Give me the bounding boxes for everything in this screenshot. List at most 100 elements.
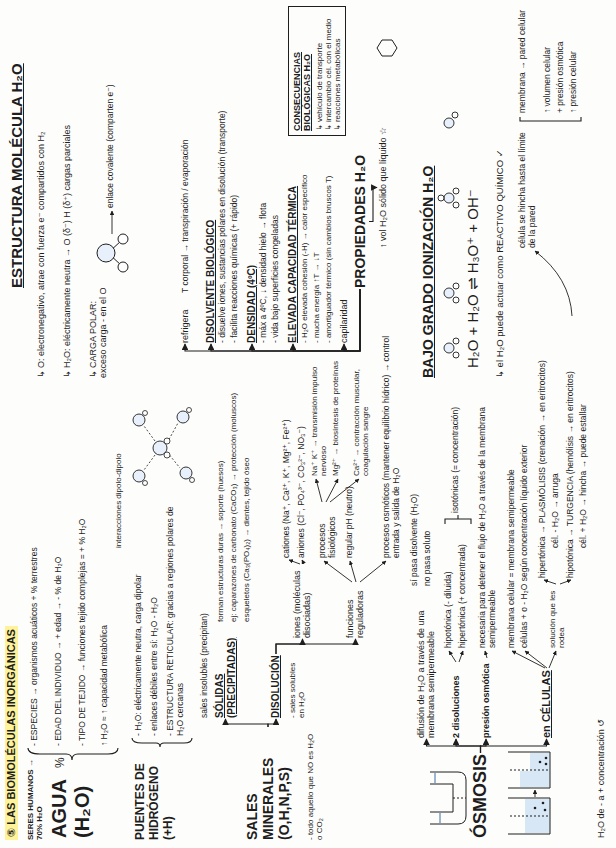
note-text: - vida bajo superficies congeladas [271,215,281,343]
node-label: ↑ vol H₂O sólido que líquido ☆ [378,127,388,248]
node-label: capilaridad [339,299,349,343]
connector-arrow [268,719,276,727]
note-text: procesos fisiológicos [318,480,338,558]
node-label: SALES MINERALES (O,H,N,P,S) [244,728,292,840]
note-text: hipertónica (+ concentrada) [458,544,468,648]
water-molecule [97,234,128,272]
note-text: ↑ presión celular [569,51,579,113]
concept-node: DENSIDAD (4ºC) [246,265,258,343]
node-label: refrigera [180,309,190,343]
node-label: PROPIEDADES H₂O [352,155,368,288]
note-text: procesos osmóticos (mantener equilibrio … [382,308,402,558]
note-text: cél. + H₂O → hincha → puede estallar [579,404,589,548]
note-text: - EDAD DEL INDIVIDUO → + edad → - % de H… [54,557,64,746]
node-label: ESTRUCTURA MOLÉCULA H₂O [8,63,25,288]
concept-node: iones (moléculas disociadas) [292,566,313,638]
concept-node: funciones reguladoras [345,566,366,638]
node-label: DISOLVENTE BIOLÓGICO [205,220,217,343]
note-text: - máx a 4ºC, ↓ densidad hielo → flota [259,203,269,343]
note-text: ↑ H₂O ≈ ↑ capacidad metabólica [100,625,110,746]
connector-arrow [427,739,481,753]
note-text: T corporal → transpiración / evaporación [181,140,191,293]
main-topic: PUENTES DE HIDRÓGENO (+H) [134,745,175,840]
note-text: - TIPO DE TEJIDO → funciones tejido comp… [78,519,88,746]
note-text: hipotónica (- diluida) [444,571,454,648]
node-label: DISOLUCIÓN [270,655,282,718]
node-label: SÓLIDAS (PRECIPITADAS) [214,628,237,718]
note-text: Ca²⁺ → contracción muscular, coagulación… [352,361,370,476]
osmosis-beakers [508,752,550,834]
note-text: ↳ CARGA POLAR: exceso carga - en el O [88,278,109,378]
note-text: - enlaces débiles entre sí: H₂O - H₂O [150,597,160,736]
node-label: en CÉLULAS [540,670,553,738]
concept-node: SÓLIDAS (PRECIPITADAS) [214,628,237,718]
note-text: necesaria para detener el flujo de H₂O a… [478,398,498,648]
node-label: AGUA (H₂O) [48,766,94,838]
note-text: hipertónica → PLASMÓLISIS (crenación → e… [538,360,548,578]
ionization-molecules [438,112,459,358]
note-text: H₂O + H₂O ⇌ H₃O⁺ + OH⁻ [464,189,481,368]
diagram-title: ⑤ LAS BIOMOLÉCULAS INORGÁNICAS [5,626,18,840]
note-text: - facilita reacciones químicas (+ rápido… [230,195,240,343]
note-text: - disuelve iones, sustancias polares en … [218,111,228,343]
note-text: enlace covalente (comparten e⁻) [106,84,116,208]
concept-node: 2 disoluciones [451,675,461,738]
node-label: iones (moléculas disociadas) [292,566,313,638]
concept-node: DISOLUCIÓN [270,655,282,718]
node-label: ÓSMOSIS [470,754,491,838]
concept-node: capilaridad [339,299,349,343]
node-label: 2 disoluciones [451,675,461,738]
concept-node: presión osmótica [481,663,491,738]
main-topic: BAJO GRADO IONIZACIÓN H₂O [420,166,436,378]
connector-arrow [226,719,269,727]
node-label: ↳ reacciones metabólicas [333,11,342,131]
note-text: esqueletos (Ca₃(PO₄)₂) → dientes, tejido… [242,458,251,622]
concept-node: refrigera [180,309,190,343]
connector-arrow [276,639,356,654]
note-text: no pasa soluto [423,531,433,586]
main-topic: ESTRUCTURA MOLÉCULA H₂O [8,63,25,288]
node-label: DENSIDAD (4ºC) [246,265,258,343]
connector-arrow [481,739,547,753]
note-text: Mg²⁺ → biosíntesis de proteínas [331,361,340,476]
main-topic: ÓSMOSIS [470,754,491,838]
note-text: - mucha energía ↑T → ↓T [312,252,321,343]
concept-node: difusión de H₂O a través de una membrana… [416,590,437,738]
note-text: regular pH (neutro) [345,486,355,558]
note-text: isotónicas (= concentración) [451,407,461,513]
note-text: membrana celular = membrana semipermeabl… [507,469,517,648]
connector-arrow [369,188,377,222]
concept-node: DISOLVENTE BIOLÓGICO [205,220,217,343]
note-text: - todo aquello que NO es H₂O o CO₂ [306,728,324,840]
note-text: - amortiguador térmico (sin cambios brus… [324,176,333,343]
note-text: solución que les rodea [548,586,566,648]
note-text: SERES HUMANOS → 70% H₂O [26,752,44,840]
consequences-box: CONSECUENCIAS BIOLÓGICAS H₂O↳ vehículo d… [288,6,346,136]
main-topic: AGUA (H₂O) [48,766,94,838]
connector-arrow [276,639,303,654]
note-text: ej: caparazones de carbonato (CaCO₃) → p… [229,393,238,622]
node-label: BAJO GRADO IONIZACIÓN H₂O [420,166,436,378]
note-text: interacciones dipolo-dipolo [114,453,123,548]
node-label: ↳ intercambio cél. con el medio [324,11,333,131]
note-text: - ESPECIES → organismos acuáticos + % te… [30,547,40,746]
note-text: sales insolubles (precipitan) [200,613,210,718]
hydrogen-bond-network [133,408,195,486]
note-text: - sales solubles en H₂O [288,652,306,718]
note-text: aniones (Cl⁻, PO₄³⁻, CO₃²⁻, NO₃⁻) [297,426,307,558]
brackets [28,117,581,760]
note-text: % [54,757,68,768]
note-text: célula se hincha hasta el límite de la p… [518,128,538,248]
note-text: - H₂O elevada cohesión (-H) → calor espe… [300,174,309,343]
concept-node: ↑ vol H₂O sólido que líquido ☆ [378,127,388,248]
main-topic: PROPIEDADES H₂O [352,155,368,288]
note-text: Na⁺ K⁺ → transmisión impulso nervioso [310,361,328,476]
node-label: PUENTES DE HIDRÓGENO (+H) [134,745,175,840]
note-text: ↳ H₂O: eléctricamente neutra → O (δ⁻) H … [62,125,72,378]
node-label: ↳ vehículo de transporte [315,11,324,131]
connector-arrow [456,739,481,753]
node-label: difusión de H₂O a través de una membrana… [416,590,437,738]
note-text: H₂O de - a + concentración ↺ [596,719,606,838]
osmosis-u-tube [430,772,466,824]
node-label: presión osmótica [481,663,491,738]
